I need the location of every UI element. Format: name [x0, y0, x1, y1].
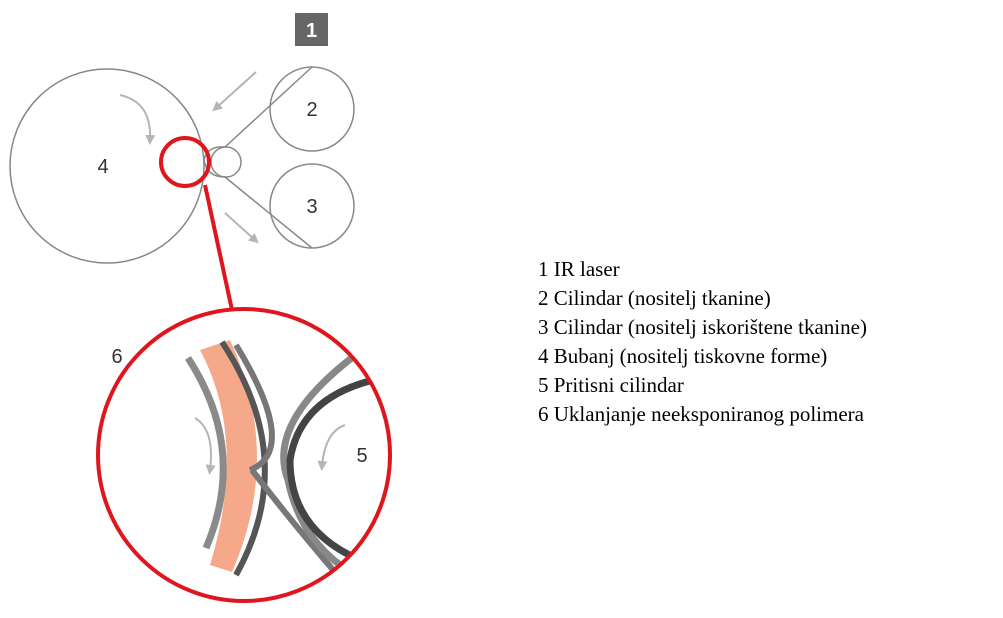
plate-curve [185, 356, 227, 550]
zoom-right-arrow [317, 424, 346, 471]
fabric-layer-gray [233, 343, 343, 580]
fabric-path [203, 66, 313, 249]
pressure-cylinder-arc-inner [286, 374, 383, 564]
highlight-circle [159, 136, 211, 188]
drum-rotation-arrow [119, 94, 156, 145]
zoom-circle [96, 307, 392, 603]
roller-bottom-label: 3 [306, 196, 317, 218]
zoom-detail [185, 340, 383, 580]
legend-item: 1 IR laser [538, 257, 620, 281]
legend-item: 6 Uklanjanje neeksponiranog polimera [538, 402, 864, 426]
fabric-in-arrow [212, 71, 257, 112]
zoom-left-arrow [194, 417, 216, 475]
drum-circle [9, 68, 205, 264]
legend-item: 4 Bubanj (nositelj tiskovne forme) [538, 344, 828, 368]
legend: 1 IR laser 2 Cilindar (nositelj tkanine)… [538, 255, 867, 429]
detail-label: 6 [111, 346, 122, 368]
pressure-cylinder-circle [210, 146, 242, 178]
polymer-layer [200, 340, 258, 572]
drum-label: 4 [97, 156, 108, 178]
ir-laser-badge-label: 1 [306, 20, 317, 42]
pressure-cylinder-arc-outer [280, 345, 368, 575]
ir-laser-badge [295, 13, 328, 46]
roller-top-label: 2 [306, 99, 317, 121]
legend-item: 2 Cilindar (nositelj tkanine) [538, 286, 771, 310]
legend-item: 5 Pritisni cilindar [538, 373, 684, 397]
pressure-cylinder-label: 5 [356, 445, 367, 467]
legend-item: 3 Cilindar (nositelj iskorištene tkanine… [538, 315, 867, 339]
highlight-connector [203, 184, 234, 311]
fabric-out-arrow [224, 212, 259, 244]
